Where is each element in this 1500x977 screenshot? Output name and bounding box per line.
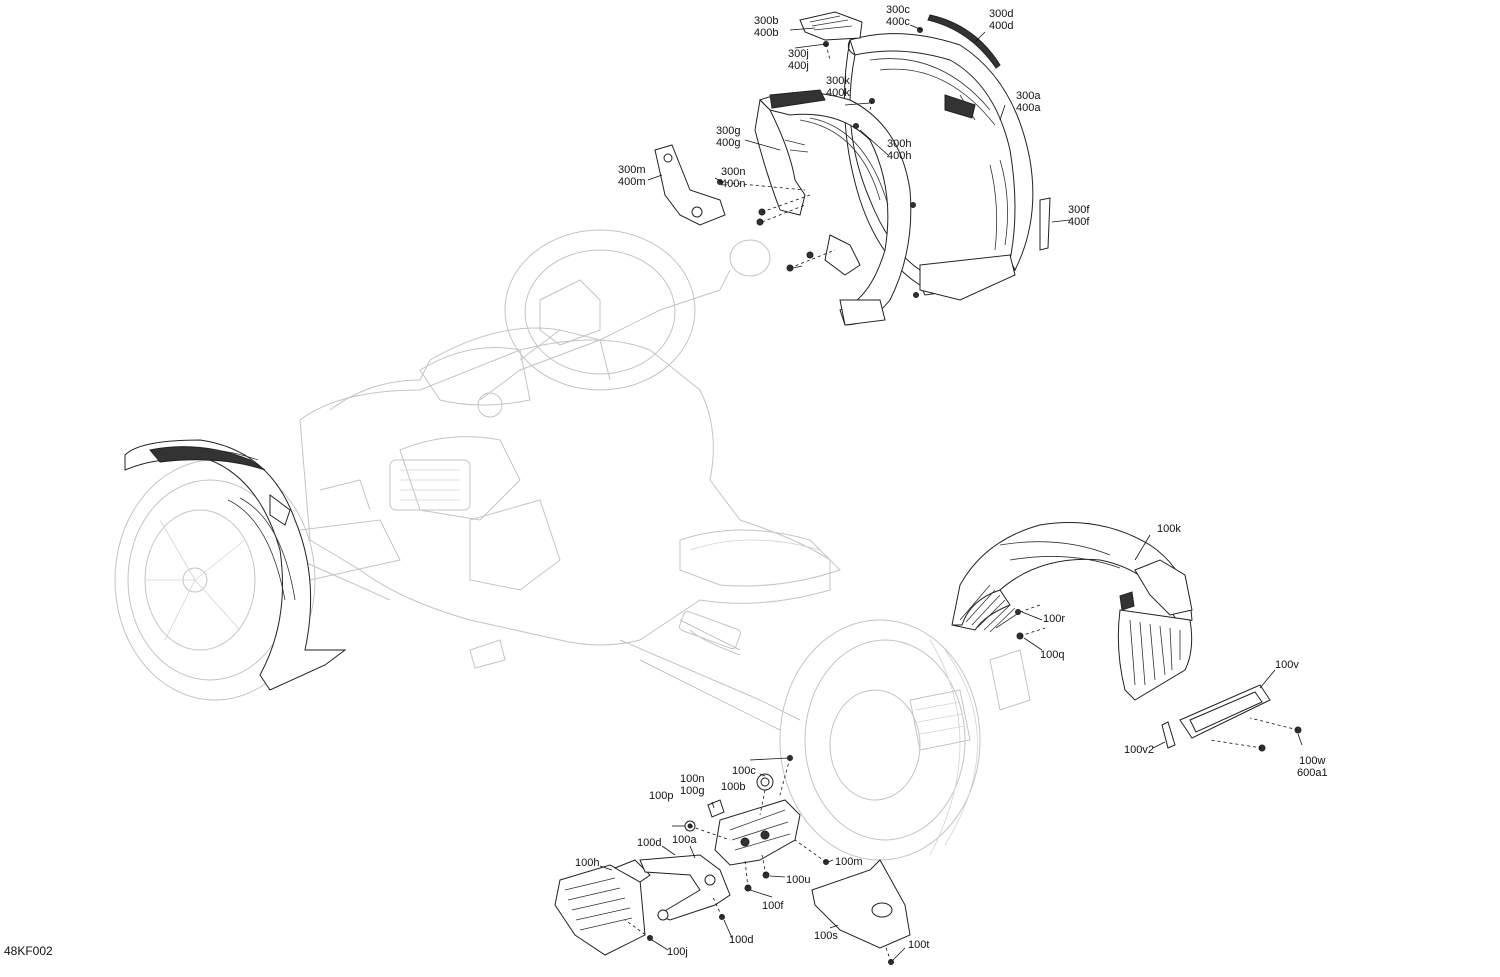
callout-300h: 300h 400h <box>887 138 911 162</box>
callout-text: 100u <box>786 874 811 886</box>
callout-text: 100q <box>1040 649 1065 661</box>
callout-100m: 100m <box>835 856 863 868</box>
callout-text: 300a <box>1016 90 1041 102</box>
callout-text: 100t <box>908 939 930 951</box>
callout-text: 100c <box>732 765 756 777</box>
callout-text: 400n <box>721 178 746 190</box>
callout-text: 600a1 <box>1297 767 1328 779</box>
callout-300m: 300m 400m <box>618 164 646 188</box>
callout-text: 300h <box>887 138 912 150</box>
callout-300a: 300a 400a <box>1016 90 1040 114</box>
callout-text: 300n <box>721 166 746 178</box>
callout-100u: 100u <box>786 874 810 886</box>
callout-text: 100f <box>762 900 784 912</box>
callout-text: 100h <box>575 857 600 869</box>
callout-text: 400h <box>887 150 912 162</box>
callout-100q: 100q <box>1040 649 1064 661</box>
callout-100k: 100k <box>1157 523 1181 535</box>
callout-300b: 300b 400b <box>754 15 778 39</box>
figure-reference-code: 48KF002 <box>4 944 53 958</box>
callout-text: 300k <box>826 75 850 87</box>
callout-text: 300f <box>1068 204 1090 216</box>
leader-lines <box>599 24 1303 961</box>
callout-300k: 300k 400k <box>826 75 850 99</box>
callout-text: 400f <box>1068 216 1090 228</box>
left-front-fender <box>124 439 347 691</box>
callout-100r: 100r <box>1043 613 1065 625</box>
callout-100f: 100f <box>762 900 783 912</box>
upper-fender-assembly <box>654 11 1051 326</box>
callout-text: 100v2 <box>1124 744 1154 756</box>
callout-100p: 100p <box>649 790 673 802</box>
callout-100d-lower: 100d <box>729 934 753 946</box>
vehicle-ghost-outline <box>114 229 1031 861</box>
callout-text: 100m <box>835 856 863 868</box>
callout-text: 100p <box>649 790 674 802</box>
callout-100h: 100h <box>575 857 599 869</box>
callout-text: 400b <box>754 27 779 39</box>
callout-100n: 100n 100g <box>680 773 704 797</box>
callout-100c: 100c <box>732 765 756 777</box>
callout-text: 300j <box>788 48 809 60</box>
callout-text: 100b <box>721 781 746 793</box>
callout-300c: 300c 400c <box>886 4 910 28</box>
callout-100a: 100a <box>672 834 696 846</box>
callout-300j: 300j 400j <box>788 48 809 72</box>
callout-100t: 100t <box>908 939 929 951</box>
callout-300n: 300n 400n <box>721 166 745 190</box>
callout-text: 100s <box>814 930 838 942</box>
callout-text: 100d <box>729 934 754 946</box>
callout-300f: 300f 400f <box>1068 204 1089 228</box>
callout-300d: 300d 400d <box>989 8 1013 32</box>
callout-text: 400c <box>886 16 910 28</box>
lower-bracket-assembly <box>554 755 911 965</box>
callout-300g: 300g 400g <box>716 125 740 149</box>
callout-100b: 100b <box>721 781 745 793</box>
callout-text: 300g <box>716 125 741 137</box>
rear-fender-assembly <box>951 522 1302 752</box>
callout-100w: 100w 600a1 <box>1297 755 1328 779</box>
callout-100j: 100j <box>667 946 688 958</box>
callout-100v2: 100v2 <box>1124 744 1154 756</box>
callout-text: 100k <box>1157 523 1181 535</box>
callout-text: 100n <box>680 773 705 785</box>
callout-text: 400j <box>788 60 809 72</box>
callout-text: 400k <box>826 87 850 99</box>
callout-text: 300c <box>886 4 910 16</box>
callout-text: 300b <box>754 15 779 27</box>
callout-text: 100d <box>637 837 662 849</box>
callout-100s: 100s <box>814 930 838 942</box>
callout-text: 100a <box>672 834 697 846</box>
callout-text: 100w <box>1299 755 1326 767</box>
callout-text: 300d <box>989 8 1014 20</box>
callout-100v: 100v <box>1275 659 1299 671</box>
callout-text: 400a <box>1016 102 1041 114</box>
callout-text: 100g <box>680 785 705 797</box>
callout-text: 100r <box>1043 613 1066 625</box>
callout-100d-upper: 100d <box>637 837 661 849</box>
callout-text: 400m <box>618 176 646 188</box>
callout-text: 100j <box>667 946 688 958</box>
callout-text: 300m <box>618 164 646 176</box>
callout-text: 400g <box>716 137 741 149</box>
callout-text: 400d <box>989 20 1014 32</box>
callout-text: 100v <box>1275 659 1299 671</box>
